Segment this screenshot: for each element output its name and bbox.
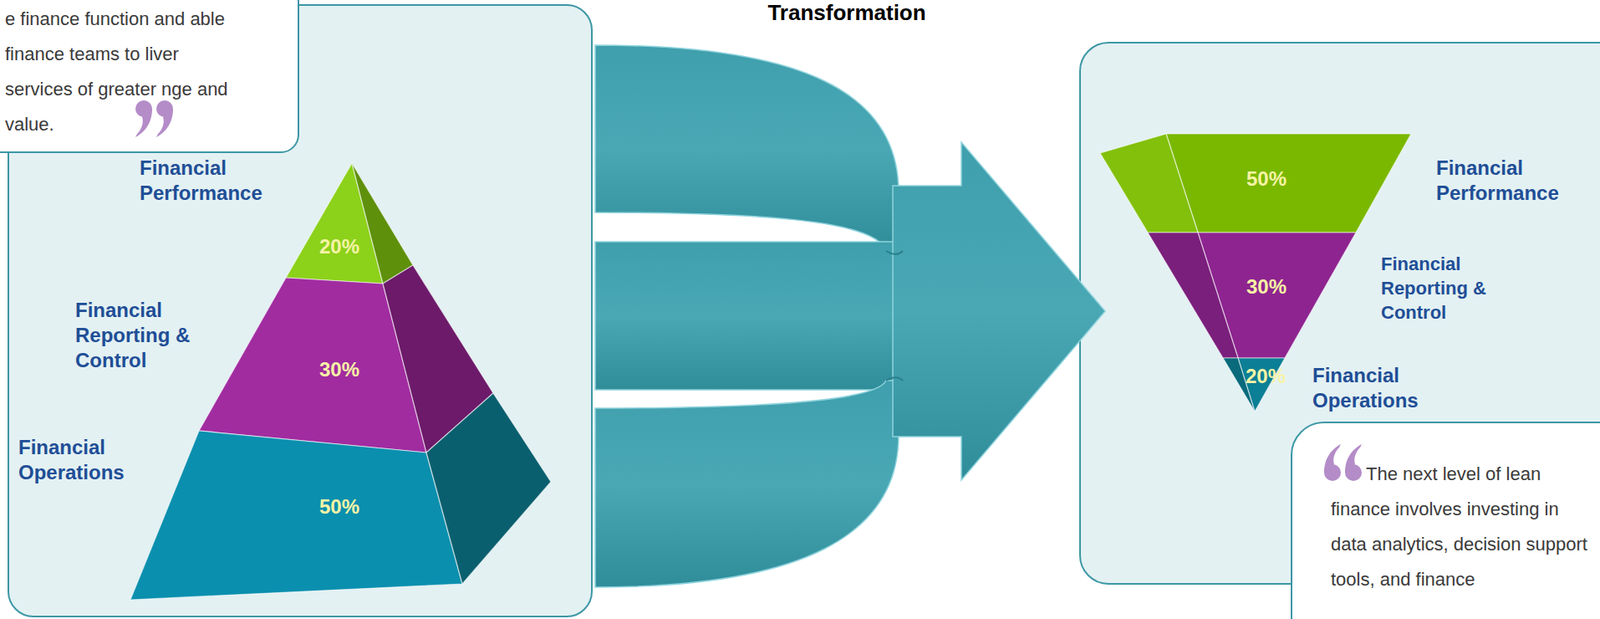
band-face [1166,133,1412,233]
arrow-shadow [886,250,903,255]
band-heading: Financial Reporting & Control [1380,251,1507,325]
arrow-stream [595,380,899,587]
arrow-stream [595,45,899,251]
band-heading: Financial Performance [1436,155,1587,206]
pyramid-band: Financial Performance 20% [133,158,418,285]
band-heading: Financial Reporting & Control [75,297,214,373]
transformation-arrow [595,45,1106,587]
band-face [130,430,463,600]
band-percentage: 50% [305,494,373,519]
quote-callout: e finance function and able finance team… [0,0,300,153]
band-face [1147,232,1239,358]
arrow-shadow [886,377,903,381]
band-heading: Financial Performance [139,155,307,206]
arrow-stream [595,241,903,390]
funnel-band: Financial Performance 50% [1095,129,1589,239]
quote-callout: The next level of lean finance involves … [1290,421,1600,619]
band-percentage: 30% [1233,275,1300,299]
quote-text: e finance function and able finance team… [5,1,231,143]
band-heading: Financial Operations [1312,362,1455,413]
arrow-head [892,142,1106,480]
diagram-title: Transformation [721,0,973,26]
band-heading: Financial Operations [18,434,157,485]
band-percentage: 30% [305,357,373,382]
band-percentage: 20% [1232,364,1300,388]
funnel-band: Financial Operations 20% [1216,355,1484,416]
band-face [1100,133,1198,233]
band-shape [12,388,556,607]
band-face [351,163,413,284]
band-face [426,392,551,584]
band-percentage: 50% [1233,167,1300,191]
band-percentage: 20% [305,234,373,259]
pyramid-band: Financial Operations 50% [12,388,556,607]
quote-text: The next level of lean finance involves … [1330,456,1597,597]
funnel-band: Financial Reporting & Control 30% [1136,229,1539,364]
